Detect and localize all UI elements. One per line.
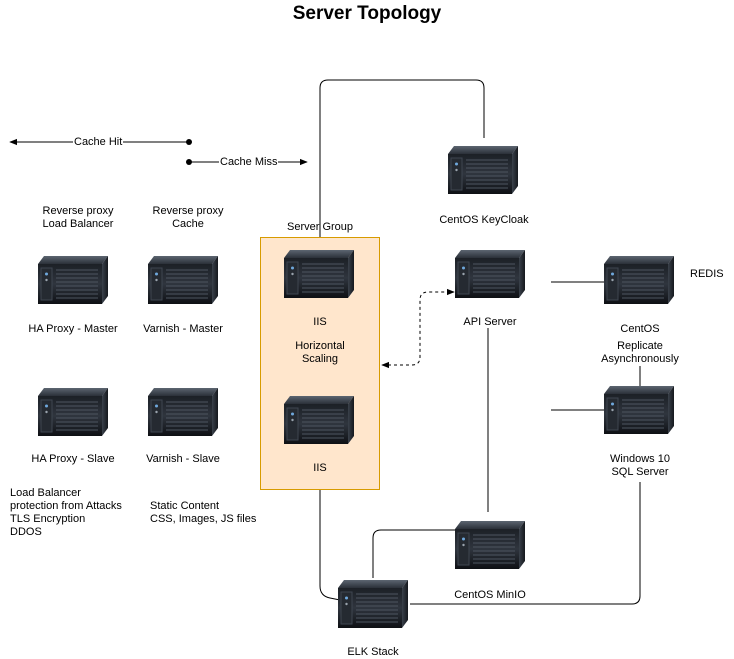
horizontal-scaling-line-2: Scaling: [301, 353, 339, 365]
group-elk-edge: [319, 490, 341, 601]
replicate-line-1: Replicate: [617, 340, 663, 352]
server-group-label: Server Group: [286, 221, 354, 233]
centos-label: CentOS: [620, 323, 660, 335]
keycloak-label: CentOS KeyCloak: [439, 214, 529, 226]
iis-1-label: IIS: [313, 316, 327, 328]
elk-minio-edge: [372, 529, 455, 578]
static-content-notes: Static Content CSS, Images, JS files: [150, 500, 256, 526]
load-balancer-notes: Load Balancer protection from Attacks TL…: [10, 487, 122, 539]
static-note-1: Static Content: [150, 500, 220, 512]
lb-note-4: DDOS: [10, 526, 42, 538]
replicate-caption: Replicate Asynchronously: [584, 340, 696, 366]
iis-1-server-icon: [284, 250, 354, 298]
ha-proxy-role-line-1: Reverse proxy: [42, 205, 114, 217]
iis-2-server-icon: [284, 396, 354, 444]
cache-hit-label: Cache Hit: [73, 136, 124, 149]
cache-miss-origin: [186, 159, 192, 165]
varnish-role-line-2: Cache: [172, 218, 204, 230]
lb-note-1: Load Balancer: [10, 487, 81, 499]
lb-note-3: TLS Encryption: [10, 513, 86, 525]
static-note-2: CSS, Images, JS files: [150, 513, 257, 525]
horizontal-scaling-line-1: Horizontal: [295, 340, 345, 352]
replicate-line-2: Asynchronously: [601, 353, 679, 365]
elk-label: ELK Stack: [347, 646, 399, 658]
varnish-role-caption: Reverse proxy Cache: [138, 205, 238, 231]
redis-label: REDIS: [690, 268, 724, 280]
elk-sql-edge: [410, 482, 641, 605]
cache-miss-label: Cache Miss: [219, 156, 279, 169]
varnish-slave-label: Varnish - Slave: [146, 453, 220, 465]
group-api-dotted-edge: [381, 288, 455, 369]
horizontal-scaling-caption: Horizontal Scaling: [270, 340, 370, 366]
ha-proxy-master-label: HA Proxy - Master: [28, 323, 118, 335]
group-keycloak-edge: [319, 79, 485, 237]
varnish-master-label: Varnish - Master: [143, 323, 223, 335]
iis-2-label: IIS: [313, 462, 327, 474]
ha-proxy-role-caption: Reverse proxy Load Balancer: [28, 205, 128, 231]
minio-label: CentOS MinIO: [454, 589, 526, 601]
sql-server-line-1: Windows 10: [610, 453, 670, 465]
diagram-title: Server Topology: [292, 3, 442, 24]
sql-server-line-2: SQL Server: [611, 466, 669, 478]
varnish-role-line-1: Reverse proxy: [152, 205, 224, 217]
api-server-label: API Server: [463, 316, 517, 328]
ha-proxy-role-line-2: Load Balancer: [42, 218, 114, 230]
ha-proxy-slave-label: HA Proxy - Slave: [31, 453, 115, 465]
lb-note-2: protection from Attacks: [10, 500, 122, 512]
sql-server-label: Windows 10 SQL Server: [590, 453, 690, 479]
cache-hit-origin: [186, 139, 192, 145]
